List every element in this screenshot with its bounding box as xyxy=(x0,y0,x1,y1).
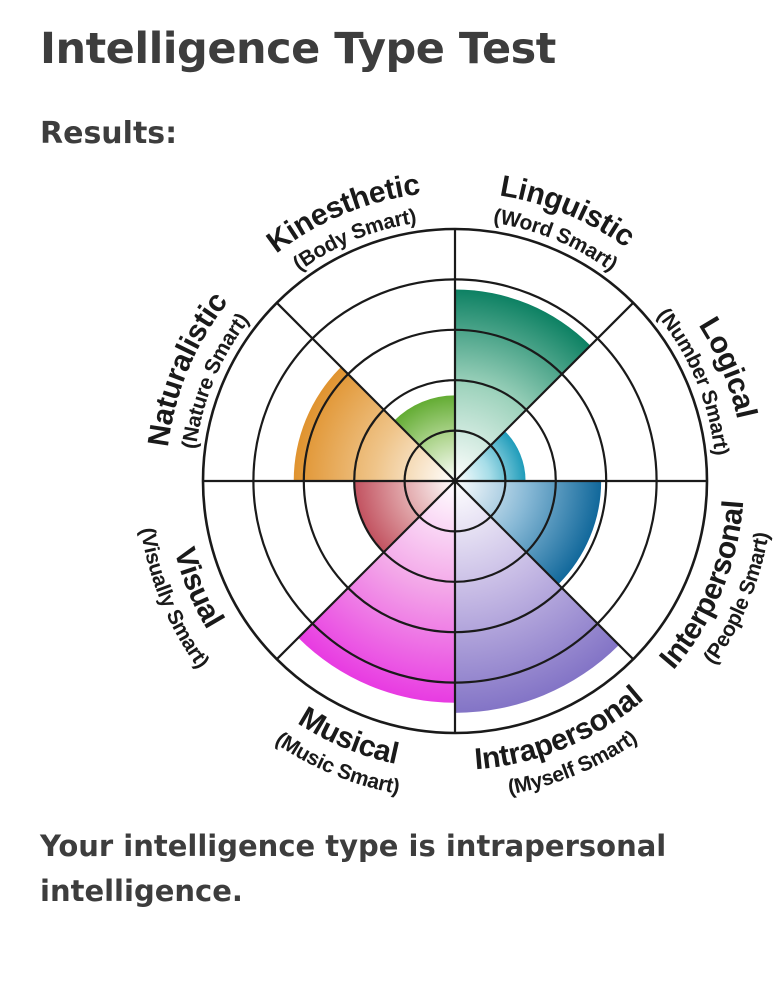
intelligence-wheel-svg: Linguistic(Word Smart)Logical(Number Sma… xyxy=(136,168,774,799)
intelligence-wheel: Linguistic(Word Smart)Logical(Number Sma… xyxy=(40,156,774,806)
sector-wedge-interpersonal xyxy=(455,481,602,585)
sector-wedge-musical xyxy=(298,481,455,704)
results-heading: Results: xyxy=(40,116,178,152)
page-title: Intelligence Type Test xyxy=(40,24,556,74)
result-statement: Your intelligence type is intrapersonal … xyxy=(40,829,667,909)
grid-spoke-7 xyxy=(276,302,456,483)
main-content: Intelligence Type Test Results: Linguist… xyxy=(40,24,774,909)
grid-spoke-5 xyxy=(276,480,456,661)
sector-wedge-intrapersonal xyxy=(455,481,619,714)
sector-wedge-kinesthetic xyxy=(394,395,455,482)
chart-wedges xyxy=(293,289,619,714)
sector-wedge-logical xyxy=(455,431,526,482)
sector-wedge-visual xyxy=(354,481,455,553)
grid-spoke-1 xyxy=(454,302,634,483)
grid-spoke-3 xyxy=(454,480,634,661)
sector-wedge-linguistic xyxy=(455,289,591,482)
chart-grid xyxy=(201,227,709,735)
